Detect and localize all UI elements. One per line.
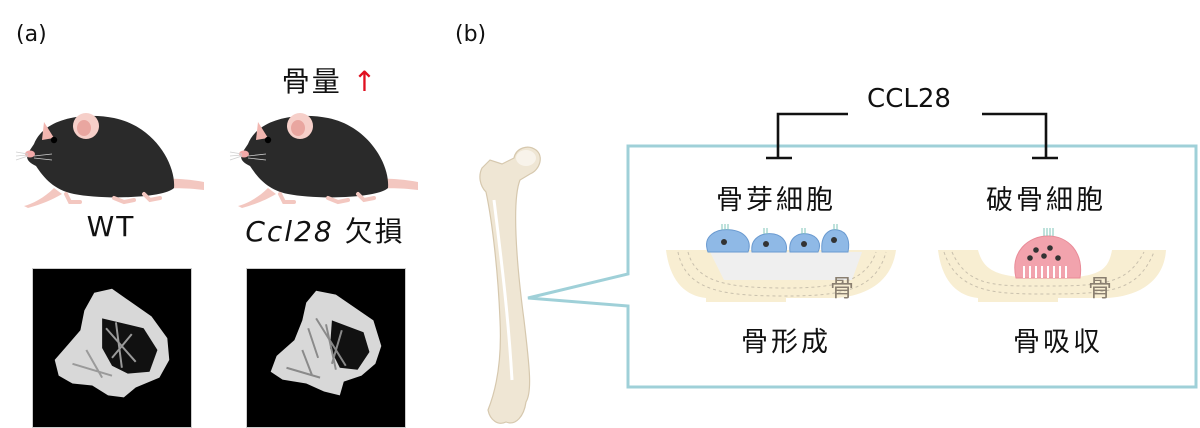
ccl28-ko-mouse-icon xyxy=(229,113,418,208)
bone-formation-illustration: 骨 xyxy=(666,224,896,302)
ccl28-ko-label: Ccl28 欠損 xyxy=(245,210,404,250)
wt-mouse-icon xyxy=(15,113,204,208)
osteoclast-label: 破骨細胞 xyxy=(986,185,1106,216)
femur-bone-icon xyxy=(479,146,541,424)
zoom-callout-box xyxy=(527,144,1198,389)
bone-resorption-illustration: 骨 xyxy=(938,228,1166,302)
wt-label: WT xyxy=(86,210,136,243)
wt-microct-image xyxy=(32,268,192,428)
ccl28-label: CCL28 xyxy=(867,84,951,114)
ccl28-ko-microct-image xyxy=(246,268,406,428)
osteoclast-cell-icon xyxy=(1014,228,1082,279)
panel-b-label: (b) xyxy=(455,22,487,47)
bone-mass-annotation: 骨量 ↑ xyxy=(282,60,378,100)
knockout-suffix: 欠損 xyxy=(344,215,405,248)
bone-label-right: 骨 xyxy=(1088,274,1112,302)
panel-a-label: (a) xyxy=(16,22,47,47)
bone-label-left: 骨 xyxy=(830,274,854,302)
osteoblast-cells-icon xyxy=(706,224,850,253)
osteoblast-label: 骨芽細胞 xyxy=(716,185,836,216)
ccl28-inhibition-bracket xyxy=(766,112,1058,160)
gene-name: Ccl28 xyxy=(245,215,334,248)
up-arrow-icon: ↑ xyxy=(352,65,379,98)
inhibit-arrow-osteoclast xyxy=(982,112,1058,160)
bone-resorption-label: 骨吸収 xyxy=(1013,327,1103,358)
bone-mass-text: 骨量 xyxy=(281,65,342,98)
inhibit-arrow-osteoblast xyxy=(766,112,848,160)
bone-formation-label: 骨形成 xyxy=(741,327,831,358)
